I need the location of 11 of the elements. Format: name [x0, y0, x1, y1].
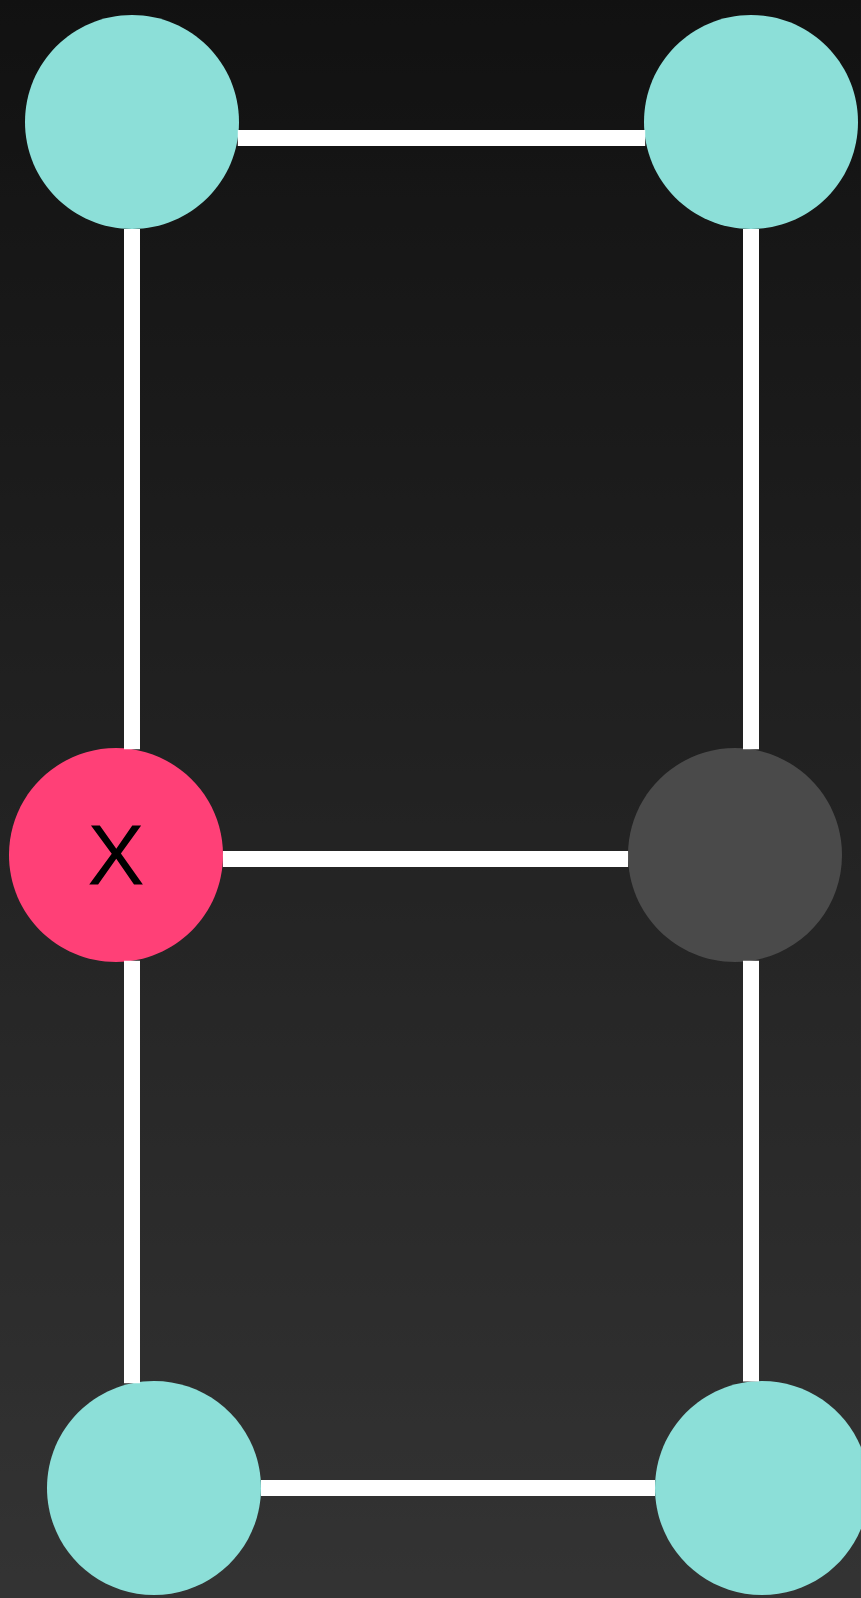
- connector-line: [237, 130, 646, 146]
- connector-line: [743, 960, 759, 1382]
- circle: [25, 15, 239, 229]
- connector-line: [124, 960, 140, 1384]
- circle: [644, 15, 858, 229]
- circle: [47, 1381, 261, 1595]
- connector-line: [124, 229, 140, 750]
- circle: [628, 748, 842, 962]
- connector-line: [743, 229, 759, 750]
- connector-line: [222, 851, 629, 867]
- connector-line: [261, 1480, 655, 1496]
